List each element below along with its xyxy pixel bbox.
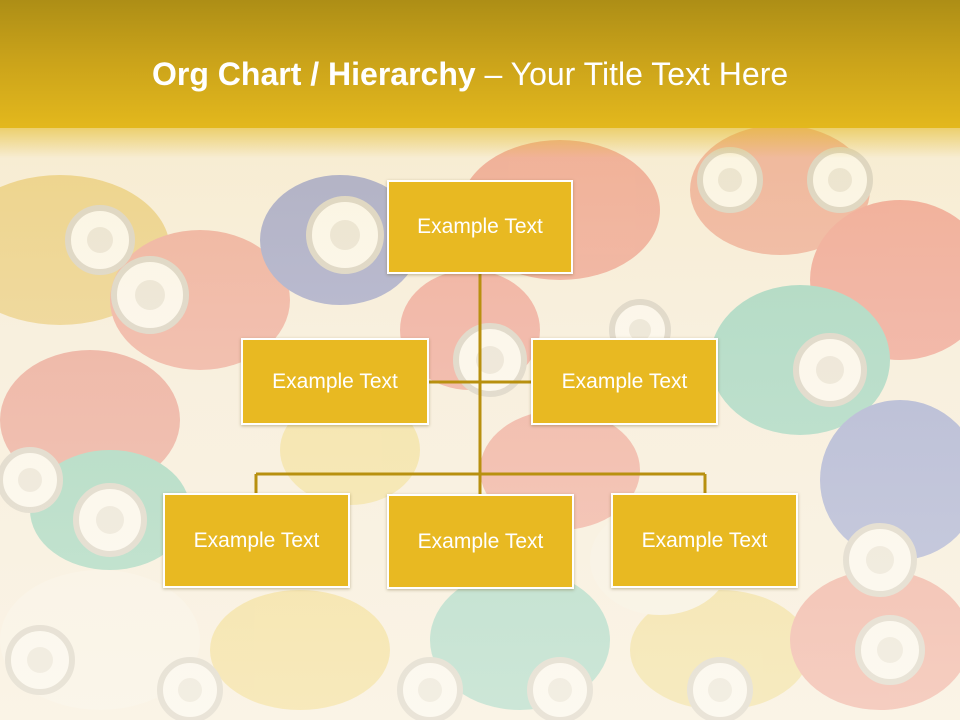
org-node-child-right[interactable]: Example Text (611, 493, 798, 588)
org-node-child-right-label: Example Text (641, 528, 768, 552)
org-node-top[interactable]: Example Text (387, 180, 573, 274)
slide-title-rest: Your Title Text Here (510, 56, 789, 92)
org-node-child-center-label: Example Text (417, 529, 544, 553)
org-node-child-center[interactable]: Example Text (387, 494, 574, 589)
slide-title[interactable]: Org Chart / Hierarchy – Your Title Text … (152, 54, 788, 94)
slide-title-bold: Org Chart / Hierarchy (152, 56, 476, 92)
slide-title-dash: – (475, 56, 511, 92)
title-banner-fade (0, 128, 960, 158)
org-node-top-label: Example Text (417, 215, 543, 238)
org-node-child-left-label: Example Text (193, 528, 320, 552)
org-node-assistant-right[interactable]: Example Text (531, 338, 718, 425)
org-node-assistant-right-label: Example Text (561, 369, 688, 393)
org-node-child-left[interactable]: Example Text (163, 493, 350, 588)
org-node-assistant-left[interactable]: Example Text (241, 338, 429, 425)
title-banner (0, 0, 960, 128)
org-node-assistant-left-label: Example Text (272, 369, 398, 393)
